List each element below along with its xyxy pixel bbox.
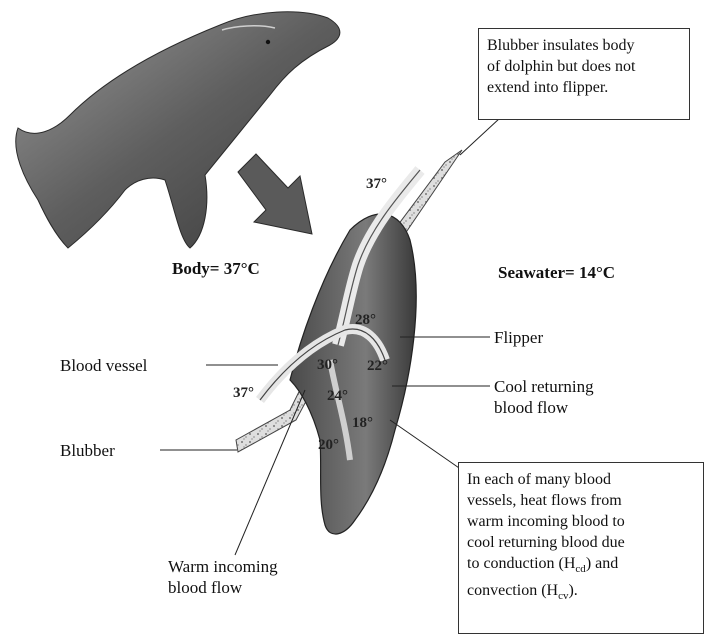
heat-flow-line5-pre: to conduction (H xyxy=(467,555,575,572)
blubber-note-box: Blubber insulates body of dolphin but do… xyxy=(478,28,690,120)
temp-24: 24° xyxy=(327,388,348,405)
cool-returning-line1: Cool returning xyxy=(494,376,594,397)
heat-flow-line1: In each of many blood xyxy=(467,469,695,490)
heat-flow-line5-sub: cd xyxy=(575,563,585,575)
heat-flow-leader xyxy=(390,420,462,470)
temp-30: 30° xyxy=(317,357,338,374)
warm-incoming-leader xyxy=(235,390,305,555)
heat-flow-line6-pre: convection (H xyxy=(467,582,558,599)
cool-returning-line2: blood flow xyxy=(494,397,594,418)
heat-flow-note-box: In each of many blood vessels, heat flow… xyxy=(458,462,704,634)
temp-20: 20° xyxy=(318,437,339,454)
blood-vessel-label: Blood vessel xyxy=(60,355,147,376)
blubber-note-line2: of dolphin but does not xyxy=(487,56,681,77)
warm-incoming-line1: Warm incoming xyxy=(168,556,278,577)
heat-flow-line2: vessels, heat flows from xyxy=(467,490,695,511)
direction-arrow xyxy=(238,154,312,234)
temp-left-37: 37° xyxy=(233,385,254,402)
blubber-note-line3: extend into flipper. xyxy=(487,77,681,98)
heat-flow-line6-post: ). xyxy=(568,582,577,599)
flipper-label: Flipper xyxy=(494,327,543,348)
heat-flow-line3: warm incoming blood to xyxy=(467,511,695,532)
heat-flow-line5-post: ) and xyxy=(586,555,618,572)
heat-flow-line5: to conduction (Hcd) and xyxy=(467,553,695,580)
temp-28: 28° xyxy=(355,312,376,329)
blubber-label: Blubber xyxy=(60,440,115,461)
heat-flow-line6-sub: cv xyxy=(558,590,568,602)
heat-flow-line4: cool returning blood due xyxy=(467,532,695,553)
heat-flow-line6: convection (Hcv). xyxy=(467,580,695,607)
temp-top-37: 37° xyxy=(366,176,387,193)
warm-incoming-label: Warm incoming blood flow xyxy=(168,556,278,598)
cool-returning-label: Cool returning blood flow xyxy=(494,376,594,418)
seawater-temperature-label: Seawater= 14°C xyxy=(498,262,615,283)
blubber-note-leader xyxy=(460,118,500,155)
temp-18: 18° xyxy=(352,415,373,432)
body-temperature-label: Body= 37°C xyxy=(172,258,260,279)
blubber-note-line1: Blubber insulates body xyxy=(487,35,681,56)
warm-incoming-line2: blood flow xyxy=(168,577,278,598)
temp-22: 22° xyxy=(367,358,388,375)
